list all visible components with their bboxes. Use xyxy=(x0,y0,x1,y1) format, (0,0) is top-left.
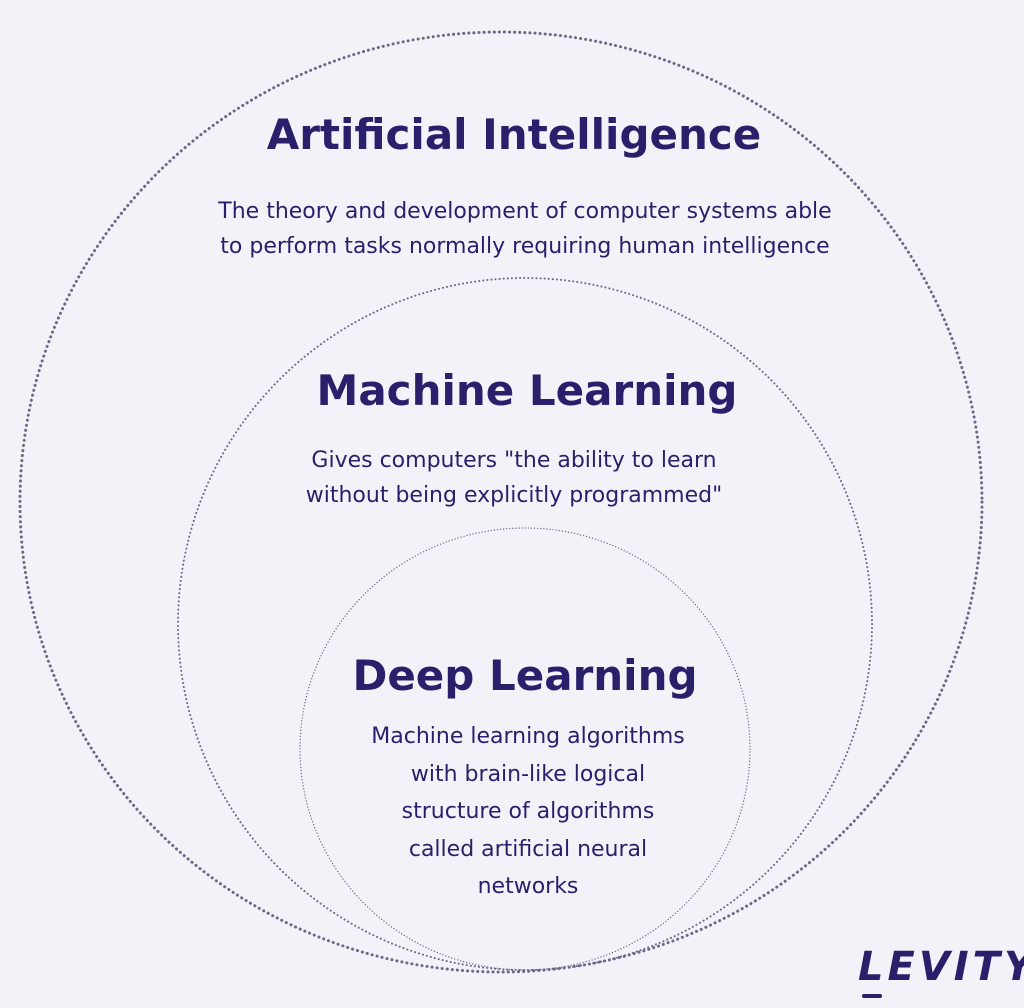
levity-logo: LEVITY xyxy=(858,944,1024,998)
ai-circle xyxy=(18,30,984,974)
ml-description-line: without being explicitly programmed" xyxy=(305,483,723,508)
dl-title: Deep Learning xyxy=(352,651,698,700)
dl-circle xyxy=(299,527,751,971)
dl-description-line: called artificial neural xyxy=(408,837,648,862)
dl-description-line: with brain-like logical xyxy=(410,762,646,787)
ai-title: Artificial Intelligence xyxy=(266,110,762,159)
dl-description-line: Machine learning algorithms xyxy=(371,724,685,749)
ml-description-line: Gives computers "the ability to learn xyxy=(311,448,717,473)
dl-description-line: networks xyxy=(477,874,579,899)
ai-description-line: to perform tasks normally requiring huma… xyxy=(220,234,830,259)
ml-circle xyxy=(177,277,873,971)
ml-title: Machine Learning xyxy=(316,366,738,415)
ai-description-line: The theory and development of computer s… xyxy=(218,199,832,224)
dl-description-line: structure of algorithms xyxy=(401,799,655,824)
